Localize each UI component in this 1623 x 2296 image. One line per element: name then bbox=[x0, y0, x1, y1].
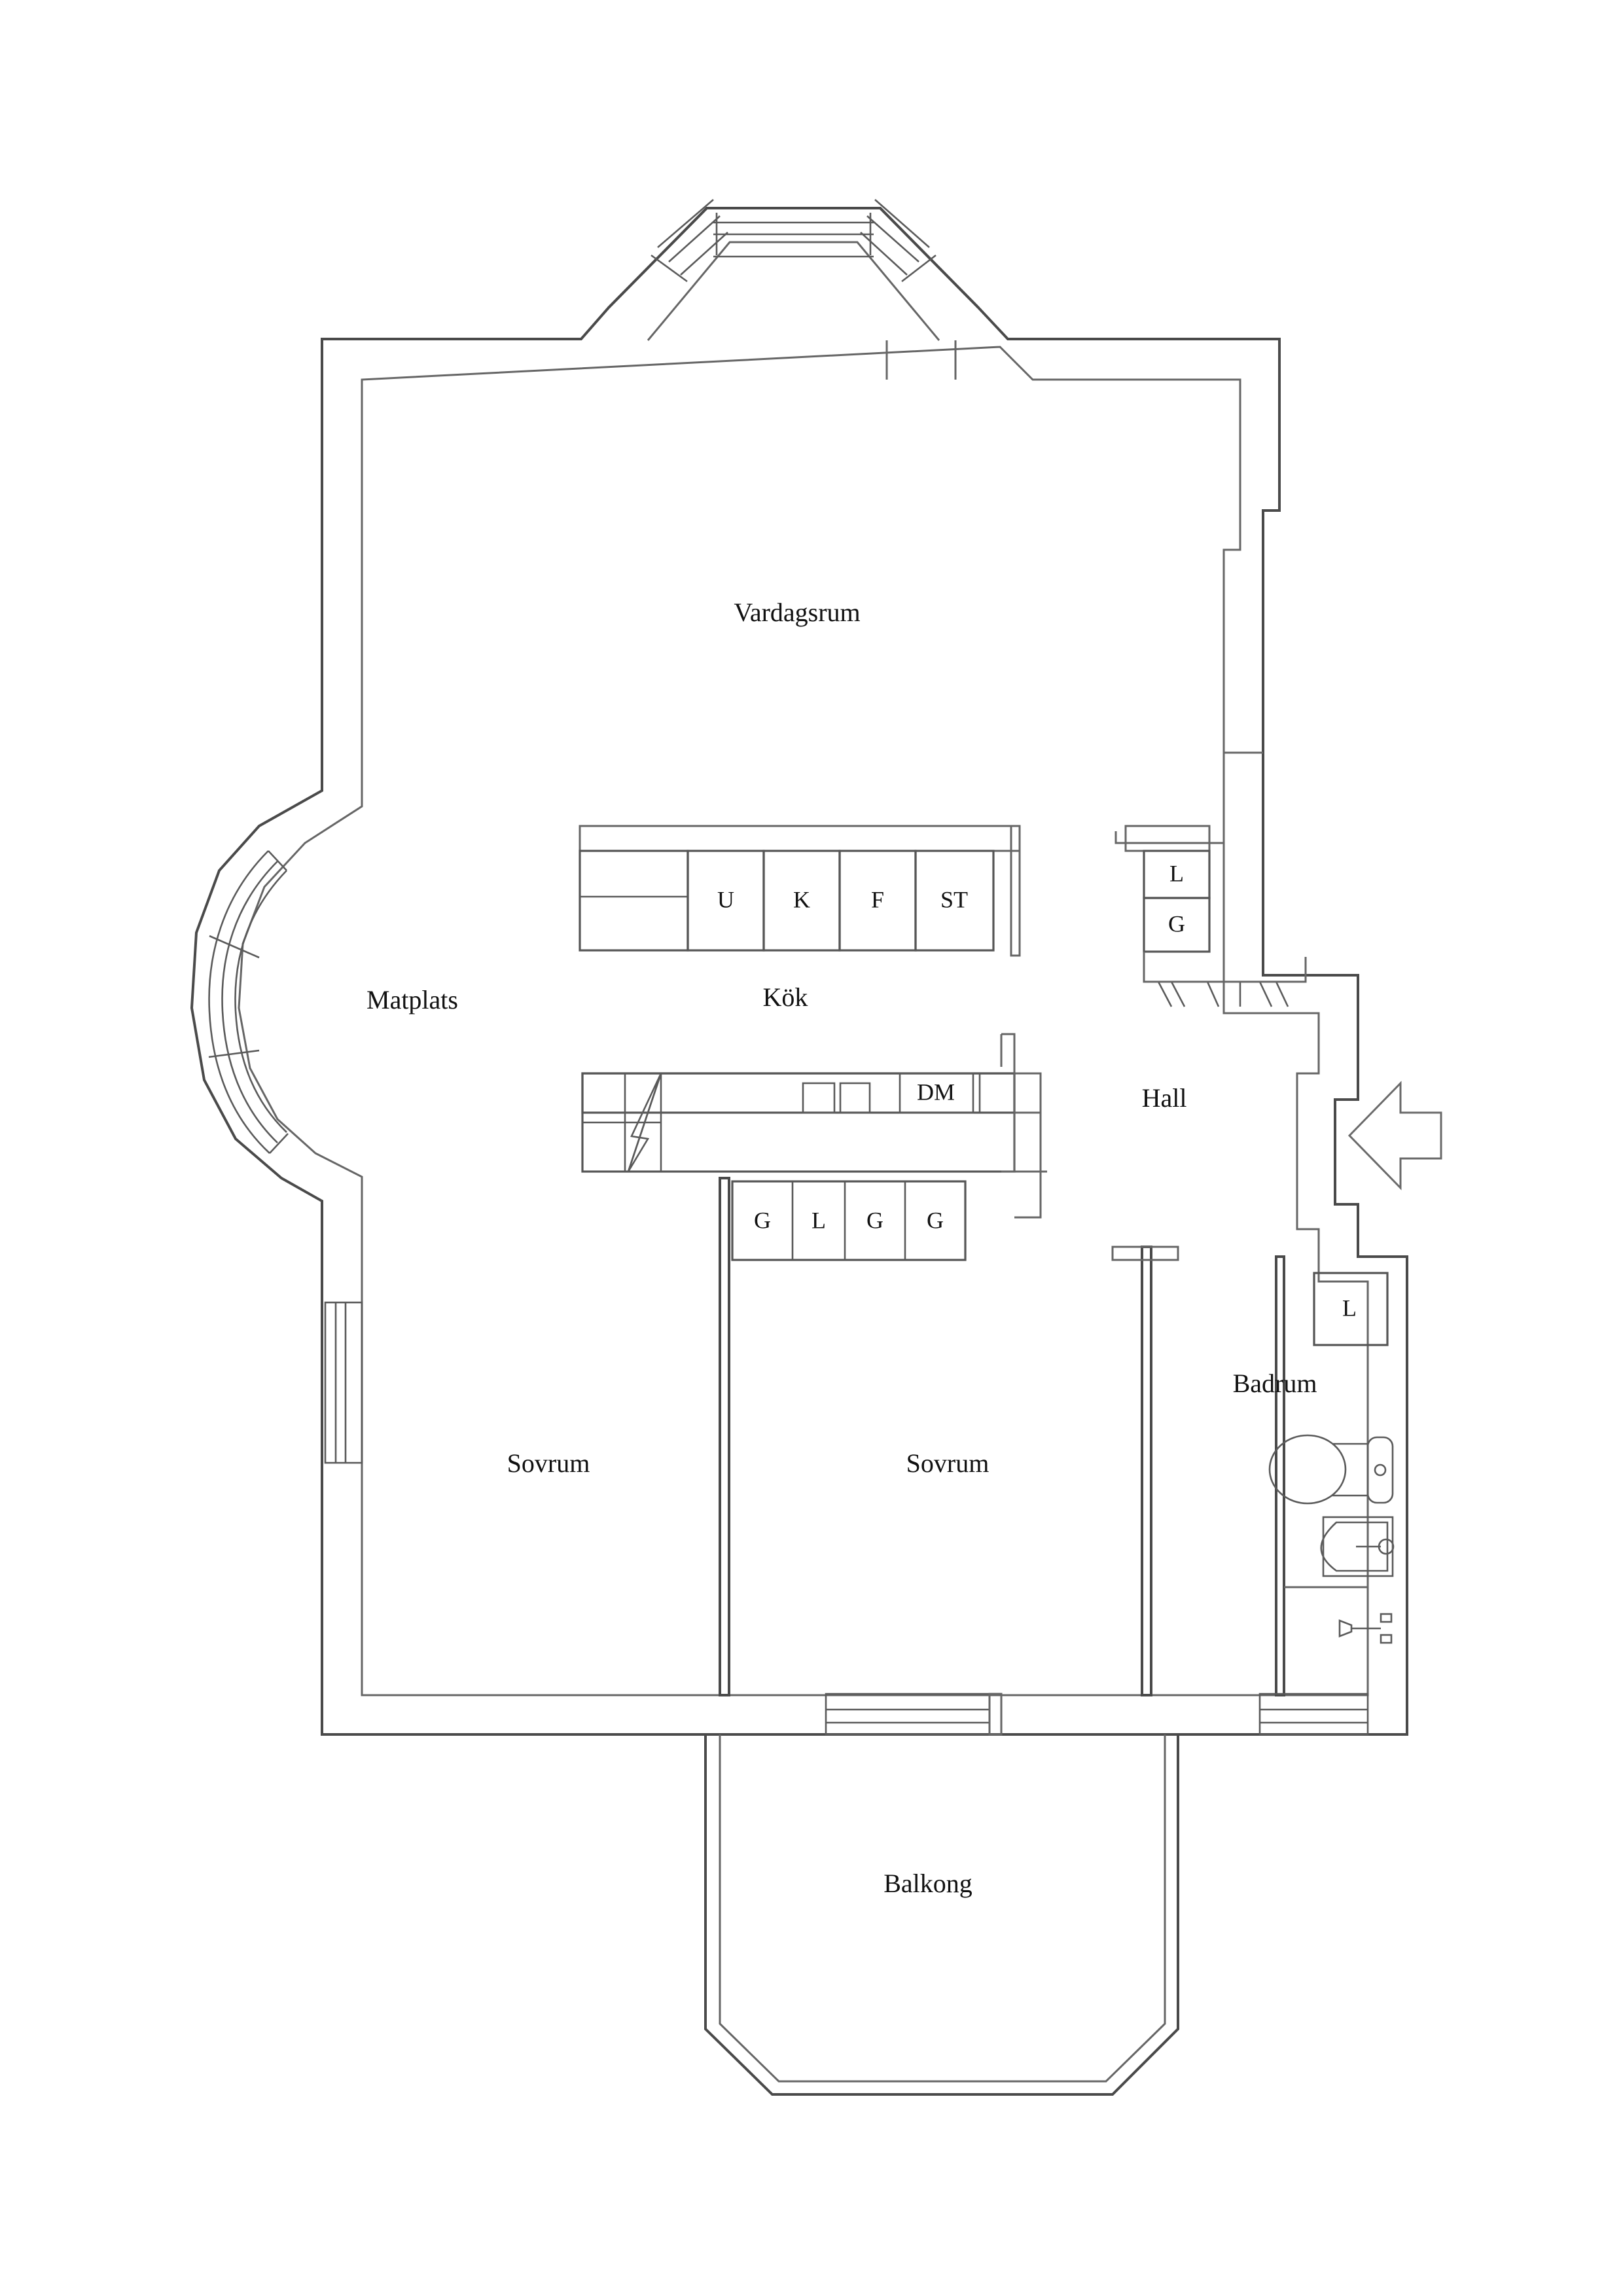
curved-bay-window bbox=[208, 850, 289, 1154]
room-label-balkong: Balkong bbox=[883, 1869, 972, 1898]
entrance-arrow bbox=[1347, 1081, 1442, 1191]
stove-symbol bbox=[627, 1073, 662, 1172]
room-label-sovrum-mid: Sovrum bbox=[906, 1448, 990, 1478]
outer-walls bbox=[190, 207, 1408, 1736]
hall-closet[interactable]: L G bbox=[1124, 825, 1307, 1007]
bay-window bbox=[607, 199, 980, 380]
room-label-hall: Hall bbox=[1142, 1083, 1187, 1113]
toilet-icon bbox=[1268, 1434, 1394, 1505]
bathroom-window bbox=[1258, 1693, 1369, 1736]
coat-hooks-hatch bbox=[1143, 952, 1307, 1007]
room-label-kok: Kök bbox=[763, 982, 808, 1012]
kitchen-counter[interactable]: DM bbox=[581, 1033, 1042, 1219]
sink-icon bbox=[1320, 1516, 1395, 1577]
bedroom-window-left bbox=[324, 1301, 363, 1464]
bathroom-fixtures bbox=[1268, 1434, 1395, 1644]
hall-closet-label-L: L bbox=[1169, 860, 1184, 886]
bottom-openings bbox=[825, 1693, 1369, 1736]
kitchen-upper-cabinets[interactable]: U K F ST bbox=[579, 825, 1021, 957]
balcony bbox=[704, 1734, 1179, 2096]
room-label-matplats: Matplats bbox=[366, 985, 458, 1014]
cabinet-label-G-3: G bbox=[927, 1207, 944, 1233]
sink-basin-2 bbox=[839, 1082, 871, 1114]
shower-mixer-icon bbox=[1338, 1613, 1393, 1644]
room-label-sovrum-left: Sovrum bbox=[507, 1448, 590, 1478]
bathroom-closet[interactable]: L bbox=[1313, 1272, 1389, 1346]
cabinet-label-G-2: G bbox=[866, 1207, 883, 1233]
cabinet-label-U: U bbox=[717, 886, 734, 912]
cabinet-label-K: K bbox=[793, 886, 810, 912]
cabinet-label-G-1: G bbox=[754, 1207, 771, 1233]
hall-closet-label-G: G bbox=[1168, 910, 1185, 937]
cabinet-label-ST: ST bbox=[940, 886, 968, 912]
kitchen-lower-cabinets[interactable]: G L G G bbox=[731, 1180, 967, 1261]
balcony-door[interactable] bbox=[825, 1693, 1003, 1736]
room-label-vardagsrum: Vardagsrum bbox=[734, 598, 860, 627]
dishwasher-label: DM bbox=[917, 1079, 955, 1105]
sink-basin-1 bbox=[802, 1082, 836, 1114]
interior-walls bbox=[719, 831, 1285, 1696]
cabinet-label-F: F bbox=[871, 886, 884, 912]
bathroom-closet-label: L bbox=[1342, 1295, 1357, 1321]
room-label-badrum: Badrum bbox=[1233, 1369, 1317, 1398]
cabinet-label-L: L bbox=[812, 1207, 826, 1233]
